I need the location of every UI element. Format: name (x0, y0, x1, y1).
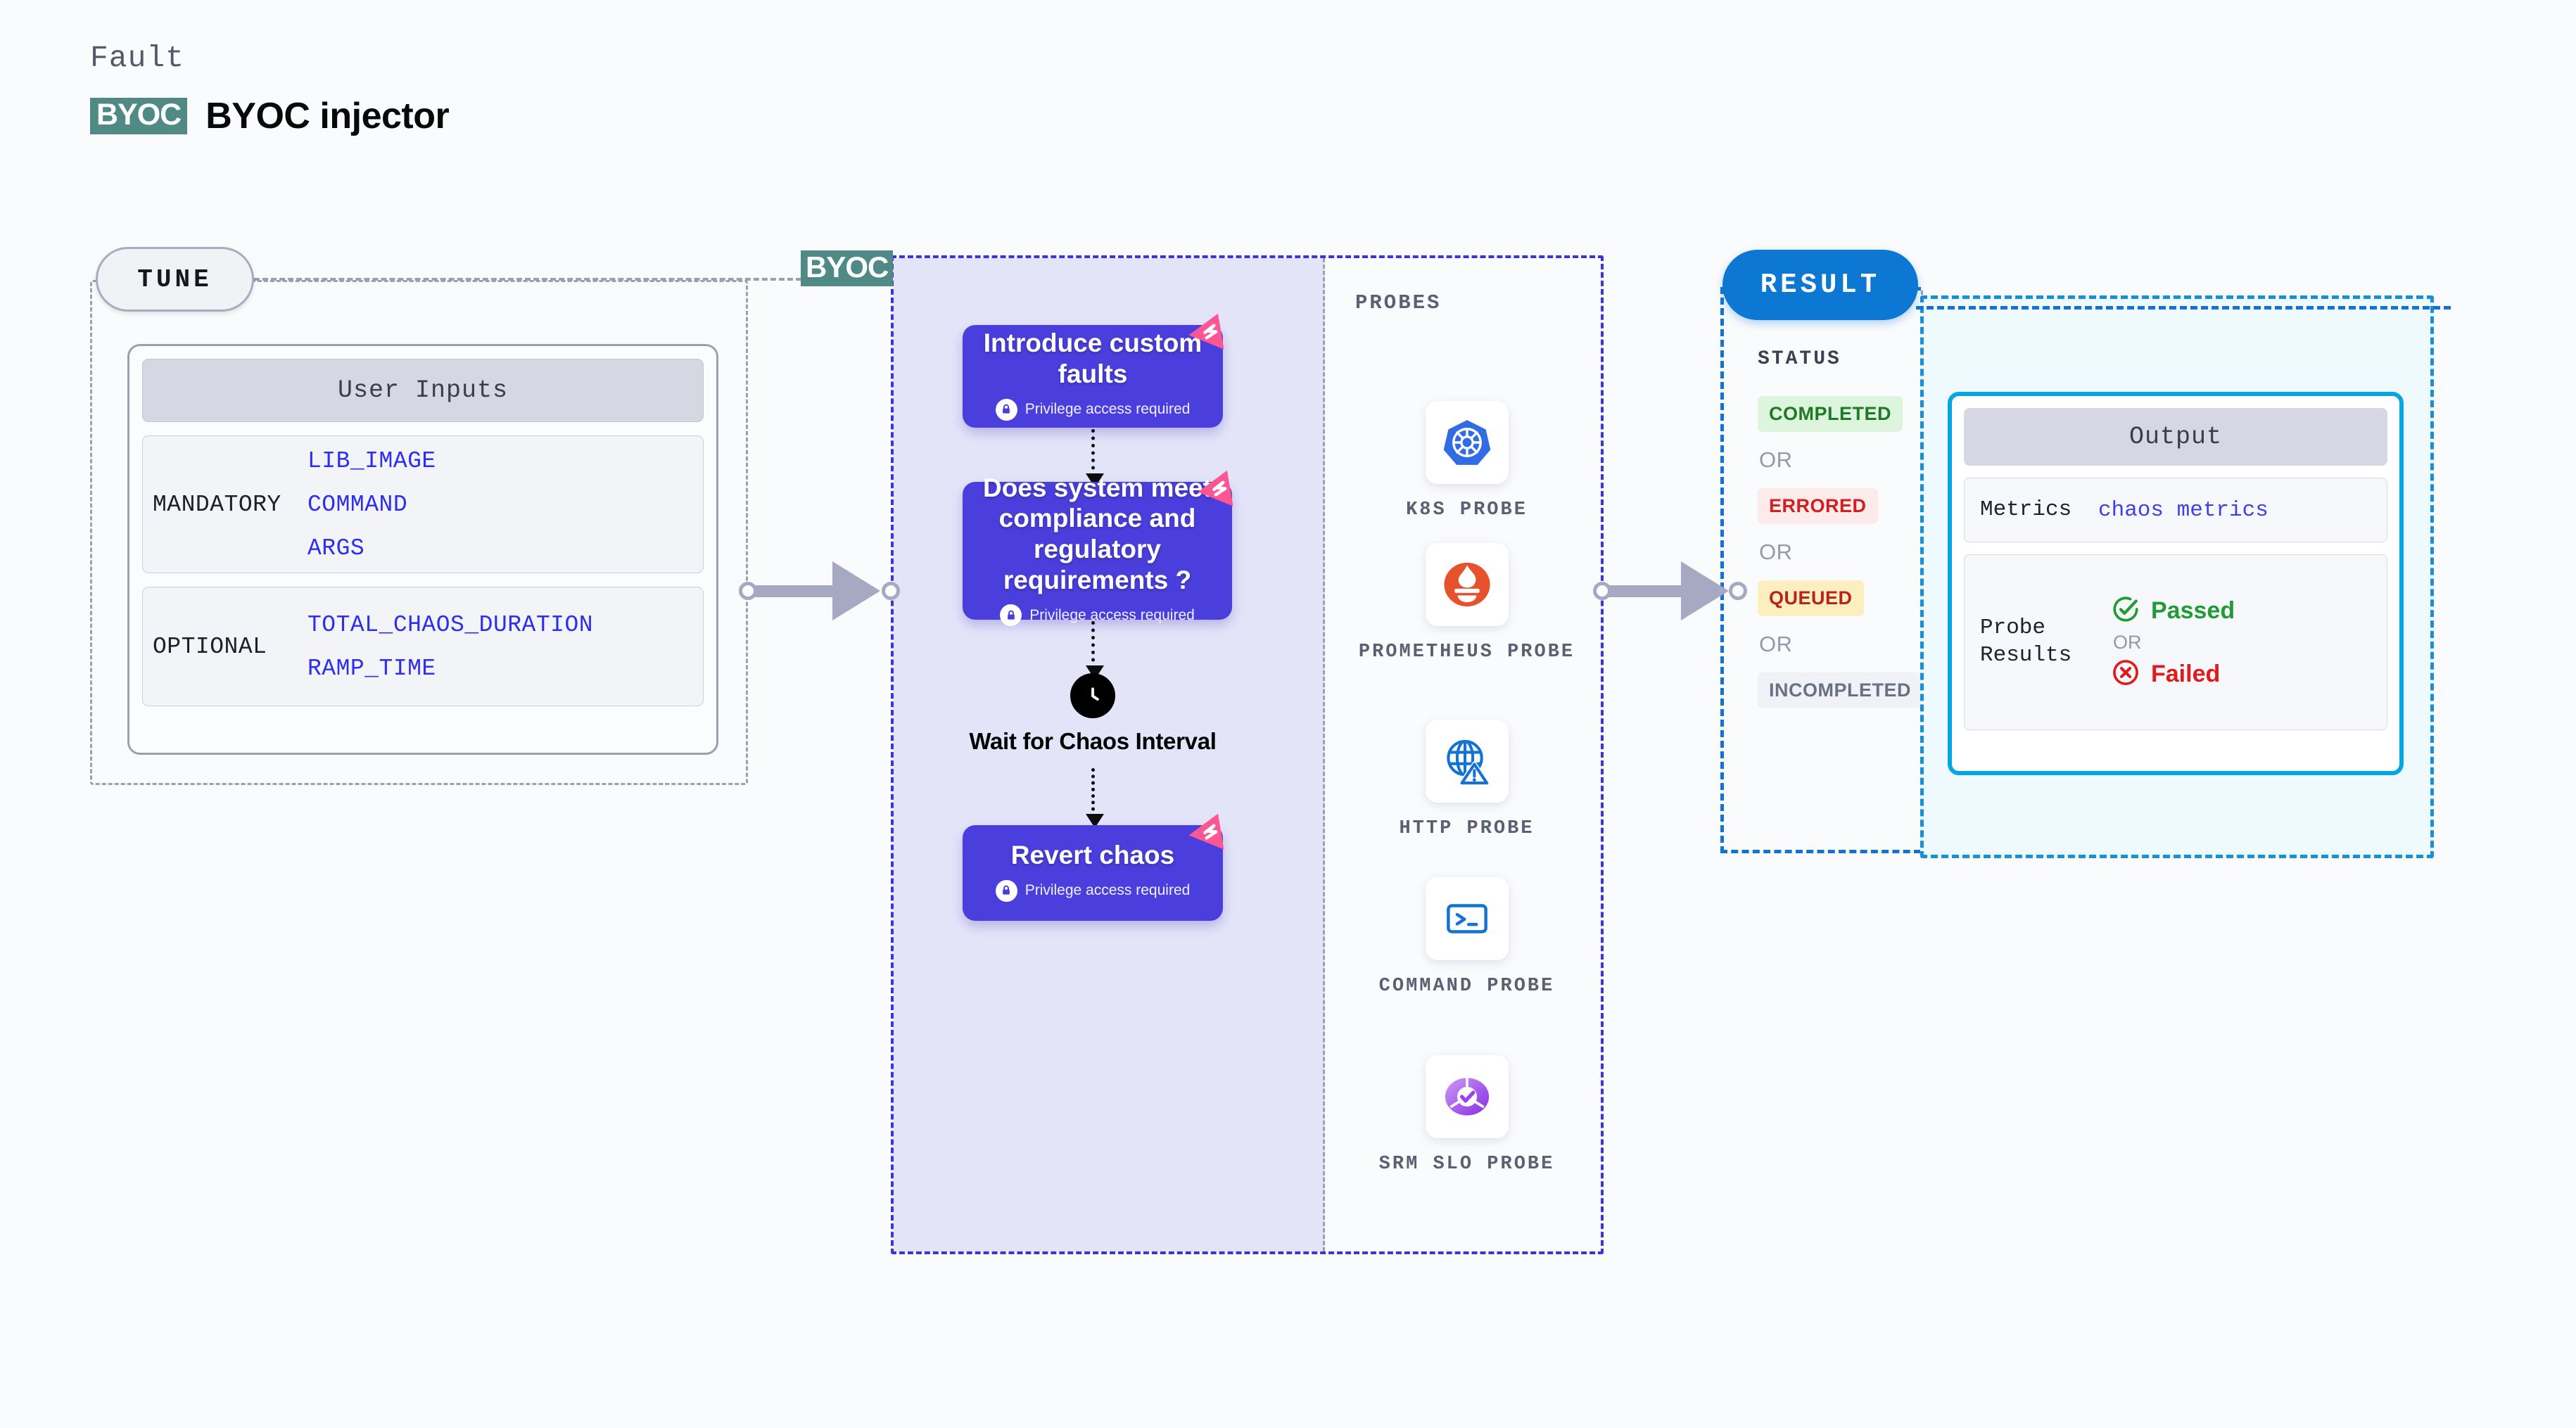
probe-item-command[interactable]: COMMAND PROBE (1351, 877, 1583, 999)
mandatory-label: MANDATORY (153, 491, 281, 518)
page-header: Fault BYOC BYOC injector (90, 41, 450, 137)
param-total-chaos-duration[interactable]: TOTAL_CHAOS_DURATION (307, 611, 594, 638)
slo-donut-icon (1425, 1055, 1509, 1138)
flow-arrow-1 (1086, 429, 1104, 487)
execution-node-wait-for-chaos-interval[interactable]: Wait for Chaos Interval (963, 673, 1223, 756)
metrics-value[interactable]: chaos metrics (2098, 497, 2269, 523)
tune-panel: TUNE BYOC User Inputs MANDATORY LIB_IMAG… (90, 247, 894, 785)
probe-item-k8s[interactable]: K8S PROBE (1351, 401, 1583, 523)
status-or-2: OR (1759, 540, 1793, 564)
probe-label: SRM SLO PROBE (1378, 1154, 1555, 1175)
connector-end-dot (1729, 582, 1747, 600)
node-title: Wait for Chaos Interval (969, 728, 1217, 754)
failed-label: Failed (2151, 660, 2221, 687)
lock-icon (1000, 604, 1022, 627)
node-title: Does system meet compliance and regulato… (983, 473, 1212, 594)
output-header: Output (1964, 408, 2387, 466)
probes-panel: PROBES K8S PROBE (1327, 258, 1606, 1251)
probe-results-label: Probe Results (1980, 616, 2072, 668)
prometheus-icon (1425, 543, 1509, 626)
chaos-experiment-icon (1198, 465, 1244, 507)
clock-icon (1070, 673, 1115, 718)
status-title: STATUS (1758, 348, 1841, 370)
byoc-logo: BYOC (90, 98, 188, 134)
probe-label: K8S PROBE (1406, 499, 1528, 521)
user-inputs-header: User Inputs (142, 359, 704, 422)
probe-label: HTTP PROBE (1399, 818, 1535, 839)
connector-arrowhead (832, 561, 880, 620)
connector-arrowhead (1681, 561, 1729, 620)
execution-probes-panel: Introduce custom faults Privilege access… (891, 255, 1604, 1254)
connector-end-dot (882, 582, 900, 600)
lock-icon (995, 879, 1017, 902)
probe-result-passed: Passed (2111, 594, 2235, 627)
privilege-row: Privilege access required (995, 879, 1191, 902)
output-metrics-row: Metrics chaos metrics (1964, 478, 2387, 542)
connector-bar (1608, 585, 1692, 597)
status-badge-errored: ERRORED (1758, 488, 1878, 524)
privilege-row: Privilege access required (1000, 604, 1195, 627)
param-lib-image[interactable]: LIB_IMAGE (307, 447, 436, 474)
byoc-badge: BYOC (801, 250, 894, 287)
tune-connector-line (254, 278, 810, 281)
mandatory-values: LIB_IMAGE COMMAND ARGS (307, 448, 436, 561)
kubernetes-icon (1425, 401, 1509, 484)
status-or-3: OR (1759, 632, 1793, 656)
optional-label: OPTIONAL (153, 633, 267, 660)
probe-item-http[interactable]: HTTP PROBE (1351, 720, 1583, 841)
node-title: Introduce custom faults (983, 329, 1203, 388)
probe-result-failed: Failed (2111, 658, 2235, 691)
probe-result-or: OR (2113, 631, 2142, 653)
output-probe-results-row: Probe Results Passed OR (1964, 554, 2387, 730)
page-title: BYOC injector (205, 96, 450, 136)
result-output-region: Output Metrics chaos metrics Probe Resul… (1920, 295, 2434, 858)
node-title: Revert chaos (1010, 841, 1175, 870)
status-list: COMPLETED OR ERRORED OR QUEUED OR INCOMP… (1758, 396, 1923, 708)
execution-node-compliance-check[interactable]: Does system meet compliance and regulato… (963, 470, 1233, 627)
execution-node-introduce-custom-faults[interactable]: Introduce custom faults Privilege access… (963, 313, 1224, 428)
probes-title: PROBES (1355, 291, 1442, 314)
metrics-label: Metrics (1980, 497, 2072, 522)
fault-label: Fault (90, 41, 185, 75)
chaos-experiment-icon (1188, 808, 1235, 850)
chaos-experiment-icon (1188, 308, 1235, 350)
mandatory-param-group: MANDATORY LIB_IMAGE COMMAND ARGS (142, 435, 704, 573)
probe-item-prometheus[interactable]: PROMETHEUS PROBE (1351, 543, 1583, 665)
output-card: Output Metrics chaos metrics Probe Resul… (1948, 392, 2404, 775)
lock-icon (995, 398, 1017, 421)
error-circle-icon (2111, 658, 2140, 691)
optional-values: TOTAL_CHAOS_DURATION RAMP_TIME (307, 612, 593, 682)
privilege-text: Privilege access required (1024, 401, 1191, 418)
check-circle-icon (2111, 594, 2140, 627)
status-badge-incompleted: INCOMPLETED (1758, 672, 1923, 708)
probe-item-srm-slo[interactable]: SRM SLO PROBE (1351, 1055, 1583, 1177)
privilege-row: Privilege access required (995, 398, 1191, 421)
status-badge-queued: QUEUED (1758, 580, 1864, 616)
flow-arrow-2 (1086, 621, 1104, 680)
status-badge-completed: COMPLETED (1758, 396, 1903, 432)
probe-results-values: Passed OR Failed (2098, 594, 2235, 691)
tune-pill-label: TUNE (96, 247, 254, 312)
passed-label: Passed (2151, 597, 2235, 624)
param-ramp-time[interactable]: RAMP_TIME (307, 655, 436, 682)
privilege-text: Privilege access required (1024, 882, 1191, 899)
globe-warning-icon (1425, 720, 1509, 803)
result-status-panel: RESULT STATUS COMPLETED OR ERRORED OR QU… (1720, 250, 2451, 853)
execution-node-revert-chaos[interactable]: Revert chaos Privilege access required (963, 813, 1224, 921)
probe-label: COMMAND PROBE (1378, 976, 1555, 997)
user-inputs-card: User Inputs MANDATORY LIB_IMAGE COMMAND … (127, 344, 718, 755)
result-pill-label: RESULT (1722, 250, 1918, 320)
optional-param-group: OPTIONAL TOTAL_CHAOS_DURATION RAMP_TIME (142, 587, 704, 706)
connector-bar (754, 585, 844, 597)
param-command[interactable]: COMMAND (307, 491, 408, 518)
privilege-text: Privilege access required (1029, 606, 1195, 623)
terminal-icon (1425, 877, 1509, 960)
flow-arrow-3 (1086, 768, 1104, 828)
status-or-1: OR (1759, 447, 1793, 472)
execution-panel: Introduce custom faults Privilege access… (894, 258, 1325, 1251)
param-args[interactable]: ARGS (307, 535, 365, 561)
result-connector-line (1916, 306, 2451, 310)
title-row: BYOC BYOC injector (90, 95, 450, 137)
probe-label: PROMETHEUS PROBE (1358, 642, 1575, 663)
